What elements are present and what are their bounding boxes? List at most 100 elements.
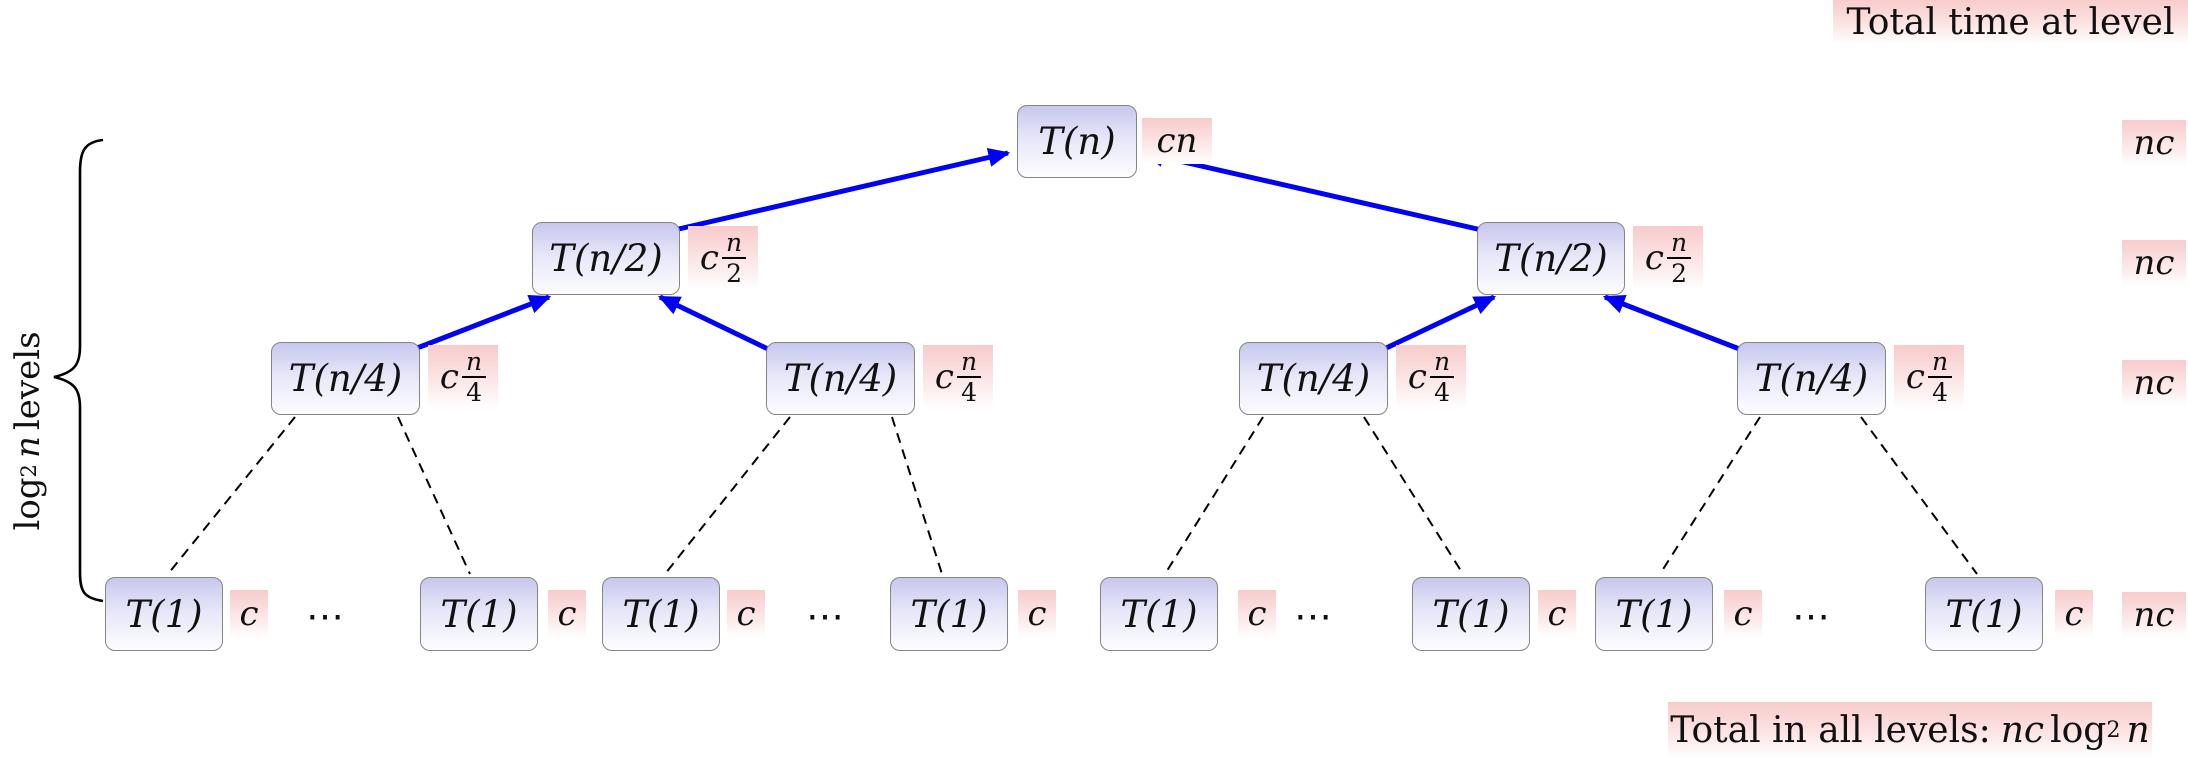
- level-total-l2: nc: [2122, 240, 2186, 286]
- node-label: T(1): [125, 592, 203, 636]
- cost-label-l3-4: c n 4: [1894, 345, 1964, 409]
- brace-label-n: n: [8, 436, 48, 459]
- fraction-numerator: n: [1666, 230, 1692, 259]
- tree-node-leaf-3: T(1): [602, 577, 720, 651]
- node-label: T(1): [1945, 592, 2023, 636]
- tree-node-leaf-6: T(1): [1412, 577, 1530, 651]
- tree-node-leaf-8: T(1): [1925, 577, 2043, 651]
- cost-text: c: [1247, 594, 1267, 634]
- fraction-numerator: n: [1429, 349, 1455, 378]
- dashed-edge-l3a-leaf1: [167, 416, 296, 575]
- edge-l3b-l2left: [657, 294, 772, 353]
- dashed-edge-l3a-leaf2: [397, 416, 471, 575]
- cost-label-root: cn: [1142, 118, 1212, 164]
- tree-node-root: T(n): [1017, 105, 1137, 178]
- cost-label-l2-left: c n 2: [688, 226, 758, 290]
- fraction-denominator: 4: [1434, 378, 1450, 407]
- level-total-l3: nc: [2122, 360, 2186, 406]
- fraction-denominator: 4: [466, 378, 482, 407]
- fraction-numerator: n: [1927, 349, 1953, 378]
- cost-coef: c: [1644, 238, 1664, 278]
- node-label: T(1): [1120, 592, 1198, 636]
- ellipsis-group-4: ⋯: [1792, 594, 1834, 638]
- cost-label-leaf-2: c: [548, 590, 586, 638]
- dashed-edge-l3b-leaf4: [891, 416, 943, 575]
- node-label: T(n/4): [288, 357, 403, 400]
- tree-node-l2-right: T(n/2): [1477, 222, 1625, 295]
- cost-coef: c: [439, 357, 459, 397]
- column-header-total-time: Total time at level: [1833, 0, 2188, 44]
- cost-text: c: [2064, 594, 2084, 634]
- cost-coef: c: [1905, 357, 1925, 397]
- cost-label-l3-3: c n 4: [1396, 345, 1466, 409]
- brace-label-log: log: [8, 477, 48, 531]
- tree-node-l3-1: T(n/4): [271, 342, 420, 415]
- cost-fraction: n 4: [1927, 349, 1953, 405]
- cost-text: c: [1547, 594, 1567, 634]
- dashed-edge-l3d-leaf8: [1860, 416, 1978, 575]
- cost-label-leaf-4: c: [1018, 590, 1056, 638]
- cost-label-leaf-5: c: [1238, 590, 1276, 638]
- tree-node-leaf-1: T(1): [105, 577, 223, 651]
- edge-l3d-l2right: [1602, 294, 1743, 353]
- fraction-numerator: n: [956, 349, 982, 378]
- grand-total-base: 2: [2106, 717, 2121, 743]
- grand-total-log: log: [2050, 709, 2107, 751]
- fraction-numerator: n: [721, 230, 747, 259]
- tree-node-l3-4: T(n/4): [1737, 342, 1886, 415]
- dashed-edge-l3d-leaf7: [1659, 416, 1761, 575]
- grand-total-text: Total in all levels:: [1670, 709, 1991, 751]
- grand-total-nc: nc: [2000, 709, 2045, 751]
- tree-node-l3-3: T(n/4): [1239, 342, 1388, 415]
- ellipsis-group-3: ⋯: [1294, 594, 1336, 638]
- level-total-leaves: nc: [2122, 592, 2186, 638]
- brace-label-word: levels: [8, 331, 48, 431]
- levels-brace: [53, 138, 104, 603]
- cost-text: cn: [1156, 121, 1198, 161]
- tree-node-leaf-7: T(1): [1595, 577, 1713, 651]
- tree-node-leaf-4: T(1): [890, 577, 1008, 651]
- node-label: T(n/4): [783, 357, 898, 400]
- cost-label-l3-2: c n 4: [923, 345, 993, 409]
- node-label: T(1): [910, 592, 988, 636]
- cost-text: c: [239, 594, 259, 634]
- cost-label-leaf-8: c: [2055, 590, 2093, 638]
- tree-node-leaf-5: T(1): [1100, 577, 1218, 651]
- edge-l3a-l2left: [411, 294, 552, 353]
- cost-text: c: [736, 594, 756, 634]
- cost-fraction: n 2: [1666, 230, 1692, 286]
- brace-label-base: 2: [15, 464, 41, 478]
- node-label: T(1): [1432, 592, 1510, 636]
- edge-l2right-root: [1141, 147, 1487, 234]
- tree-node-l2-left: T(n/2): [532, 222, 680, 295]
- cost-label-l3-1: c n 4: [428, 345, 498, 409]
- cost-coef: c: [934, 357, 954, 397]
- cost-label-l2-right: c n 2: [1633, 226, 1703, 290]
- ellipsis-group-1: ⋯: [306, 594, 348, 638]
- cost-fraction: n 4: [1429, 349, 1455, 407]
- cost-label-leaf-3: c: [727, 590, 765, 638]
- fraction-numerator: n: [461, 349, 487, 378]
- node-label: T(n/2): [549, 237, 663, 280]
- ellipsis-group-2: ⋯: [806, 594, 848, 638]
- node-label: T(1): [1615, 592, 1693, 636]
- node-label: T(n/4): [1256, 357, 1371, 400]
- cost-label-leaf-1: c: [230, 590, 268, 638]
- cost-label-leaf-6: c: [1538, 590, 1576, 638]
- cost-coef: c: [1407, 357, 1427, 397]
- edge-l3c-l2right: [1380, 294, 1497, 353]
- grand-total-n: n: [2126, 709, 2150, 751]
- fraction-denominator: 2: [726, 259, 742, 288]
- cost-coef: c: [699, 238, 719, 278]
- fraction-denominator: 4: [961, 378, 977, 407]
- node-label: T(n): [1038, 120, 1116, 163]
- tree-node-l3-2: T(n/4): [766, 342, 915, 415]
- edge-l2left-root: [669, 147, 1011, 234]
- node-label: T(1): [440, 592, 518, 636]
- node-label: T(n/4): [1754, 357, 1869, 400]
- tree-node-leaf-2: T(1): [420, 577, 538, 651]
